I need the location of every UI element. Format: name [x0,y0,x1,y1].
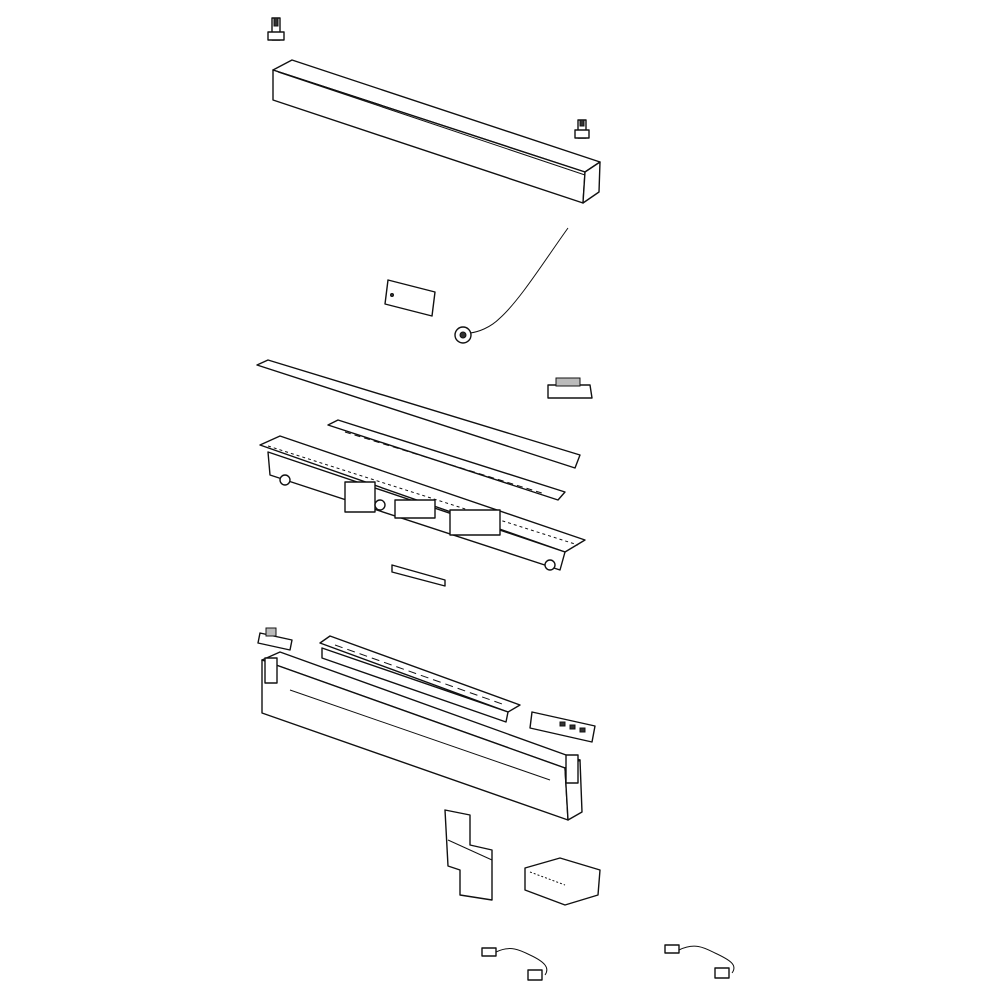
wire-harness-right [664,944,735,979]
speaker-with-wire [454,227,569,344]
hinge-clip [547,377,593,399]
small-bracket-channel [391,564,446,587]
wire-harness-left [481,947,548,981]
bracket-clip-right [574,119,590,139]
control-frame-assembly [259,435,586,571]
control-board-small [257,627,293,651]
power-module [524,857,601,906]
wire-harness-bracket [444,809,493,901]
main-control-board [319,635,521,723]
outer-door-panel [272,59,601,204]
bracket-clip-left [267,17,285,41]
display-module [529,711,596,743]
circuit-board-small [384,279,436,317]
keypad-strip [327,419,566,501]
control-panel-housing [261,651,583,821]
display-film-strip [256,359,581,469]
